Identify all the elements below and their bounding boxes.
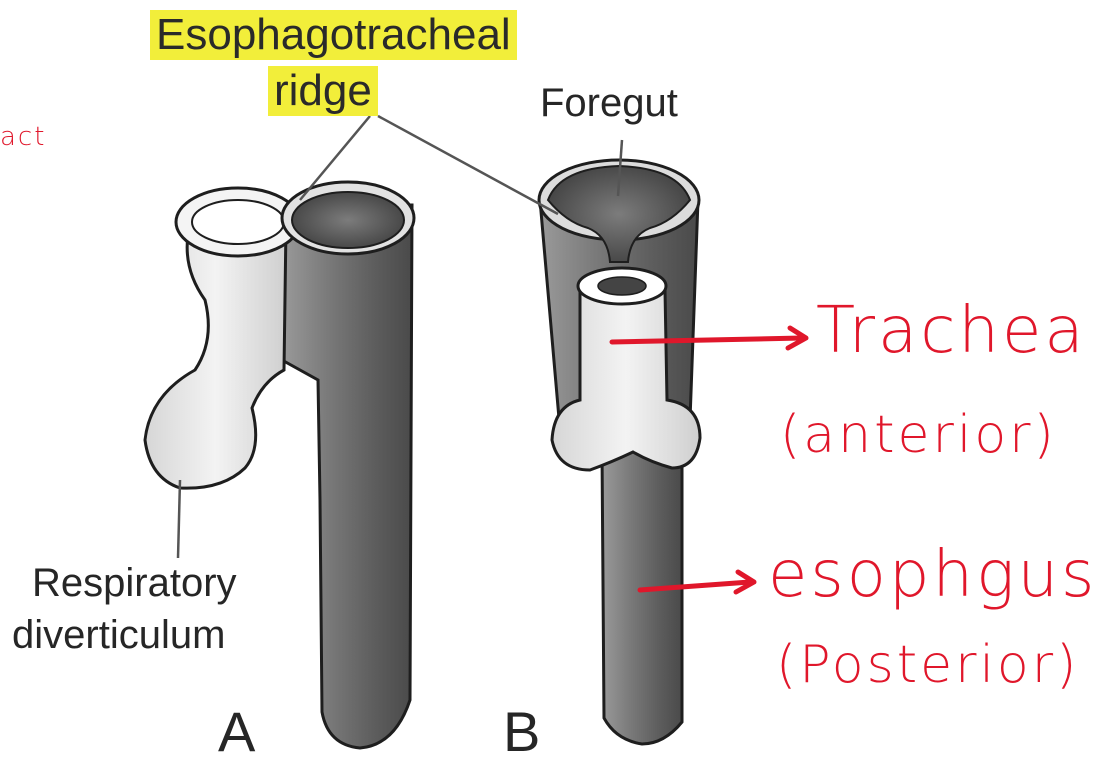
respiratory-label-line2: diverticulum xyxy=(12,612,225,658)
respiratory-label-line1: Respiratory xyxy=(32,560,237,606)
figure-b-esophagus-tube xyxy=(602,450,682,744)
panel-label-a: A xyxy=(218,702,255,762)
panel-label-b: B xyxy=(503,702,540,762)
foregut-label: Foregut xyxy=(540,80,678,126)
annotation-esophagus-note: (Posterior) xyxy=(776,630,1079,700)
figure-b xyxy=(539,160,700,744)
ridge-label-line2: ridge xyxy=(268,66,378,116)
annotation-esophagus: esophgus xyxy=(768,540,1097,610)
annotation-trachea: Trachea xyxy=(816,296,1087,366)
annotation-partial: act xyxy=(0,122,46,152)
figure-a xyxy=(145,182,414,748)
figure-a-esophagus-tube xyxy=(282,205,412,748)
annotation-trachea-note: (anterior) xyxy=(780,400,1057,470)
ridge-label-line1: Esophagotracheal xyxy=(150,10,517,60)
diverticulum-leader xyxy=(178,480,180,558)
figure-a-diverticulum xyxy=(145,225,286,488)
